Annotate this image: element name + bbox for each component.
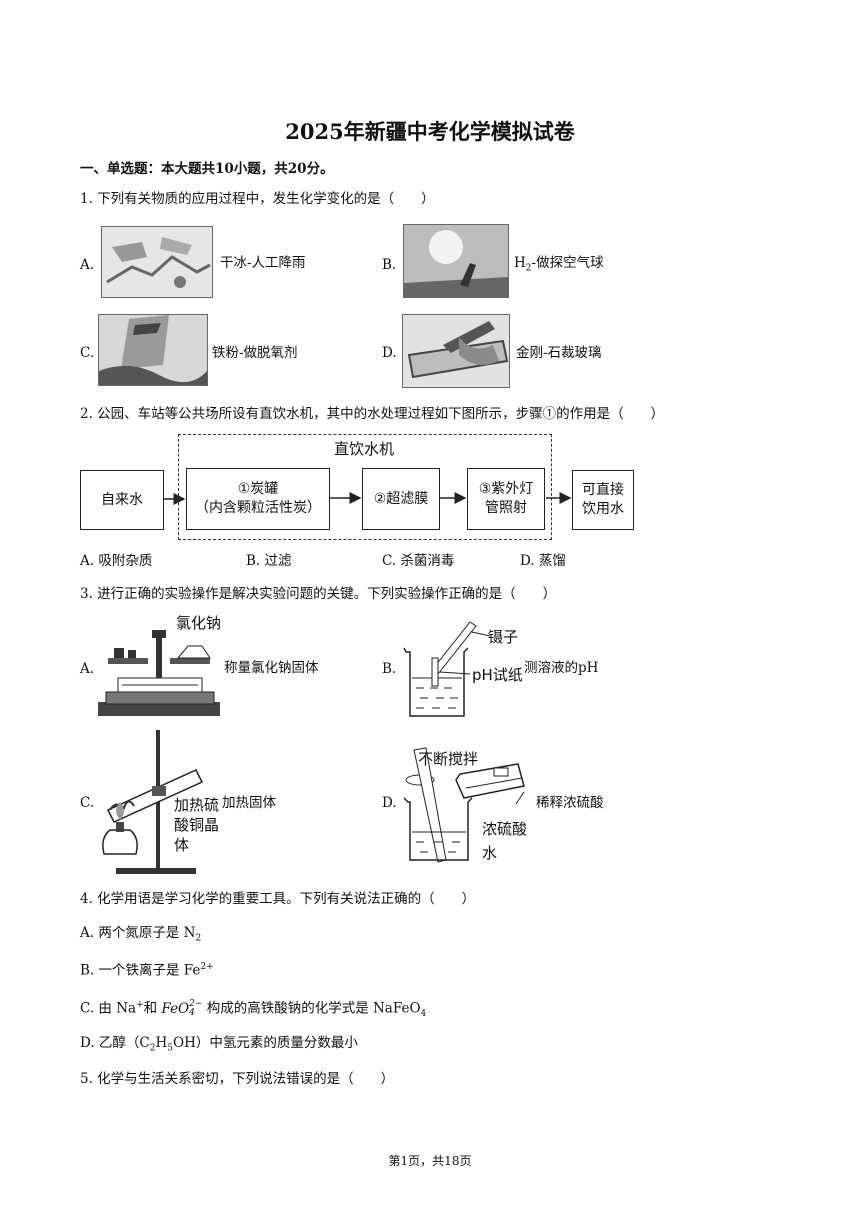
question-3-stem: 3. 进行正确的实验操作是解决实验问题的关键。下列实验操作正确的是（ ）: [80, 586, 557, 602]
balance-illustration: [98, 630, 220, 716]
label-concentrated-acid: 浓硫酸: [482, 820, 528, 838]
q1-option-d-text: 金刚-石裁玻璃: [516, 345, 602, 361]
q1-option-a-text: 干冰-人工降雨: [220, 255, 306, 271]
question-1-stem: 1. 下列有关物质的应用过程中，发生化学变化的是（ ）: [80, 191, 435, 207]
q1-option-b-letter: B.: [382, 257, 397, 273]
q2-option-a: A. 吸附杂质: [80, 553, 153, 569]
q3-option-c-text: 加热固体: [222, 795, 276, 811]
label-ph-paper: pH试纸: [472, 666, 523, 684]
q3-option-a-letter: A.: [80, 661, 95, 677]
question-4-stem: 4. 化学用语是学习化学的重要工具。下列有关说法正确的（ ）: [80, 891, 476, 907]
ph-test-illustration: [403, 621, 491, 717]
label-water: 水: [482, 844, 498, 862]
section-heading: 一、单选题：本大题共10小题，共20分。: [80, 161, 334, 177]
q1-a-dry-ice-photo: [101, 226, 213, 298]
q1-option-b-text: H2-做探空气球: [514, 255, 604, 274]
heating-label: 加热硫酸铜晶体: [174, 796, 220, 854]
q2-option-d: D. 蒸馏: [520, 553, 566, 569]
q3-option-b-text: 测溶液的pH: [524, 660, 599, 676]
q2-option-b: B. 过滤: [246, 553, 292, 569]
q4-option-d: D. 乙醇（C2H5OH）中氢元素的质量分数最小: [80, 1035, 358, 1054]
question-5-stem: 5. 化学与生活关系密切，下列说法错误的是（ ）: [80, 1071, 395, 1087]
flow-arrows: [164, 492, 572, 505]
q2-option-c: C. 杀菌消毒: [382, 553, 455, 569]
q1-c-iron-powder-photo: [98, 314, 208, 386]
q1-option-c-letter: C.: [80, 345, 95, 361]
q3-option-d-text: 稀释浓硫酸: [536, 795, 604, 811]
q3-option-c-letter: C.: [80, 795, 95, 811]
q1-option-c-text: 铁粉-做脱氧剂: [212, 345, 298, 361]
dilution-illustration: [403, 747, 525, 863]
q1-b-balloon-photo: [403, 224, 509, 298]
q1-option-a-letter: A.: [80, 257, 95, 273]
box-drinkable-water: 可直接饮用水: [572, 470, 634, 530]
q3-option-a-text: 称量氯化钠固体: [224, 660, 319, 676]
box-carbon-tank: ①炭罐（内含颗粒活性炭）: [186, 468, 330, 530]
dispenser-dashed-group: [178, 434, 552, 540]
question-2-stem: 2. 公园、车站等公共场所设有直饮水机，其中的水处理过程如下图所示，步骤①的作用…: [80, 406, 665, 422]
label-keep-stirring: 不断搅拌: [418, 750, 479, 768]
box-tap-water: 自来水: [80, 470, 164, 530]
heating-illustration: [102, 730, 204, 874]
q4-option-b: B. 一个铁离子是 Fe2+: [80, 962, 214, 979]
box-ultrafiltration: ②超滤膜: [362, 468, 440, 530]
q3-option-d-letter: D.: [382, 795, 397, 811]
balance-label-sodium-chloride: 氯化钠: [176, 614, 222, 632]
q4-option-a: A. 两个氮原子是 N2: [80, 925, 202, 944]
box-uv-lamp: ③紫外灯管照射: [467, 468, 545, 530]
q1-d-glass-cutter-photo: [402, 314, 510, 388]
page-title: 2025年新疆中考化学模拟试卷: [285, 119, 575, 144]
label-tweezers: 镊子: [488, 628, 519, 646]
dispenser-group-label: 直饮水机: [333, 440, 394, 458]
q3-option-b-letter: B.: [382, 661, 397, 677]
page-number: 第1页，共18页: [388, 1154, 472, 1168]
q1-option-d-letter: D.: [382, 345, 397, 361]
